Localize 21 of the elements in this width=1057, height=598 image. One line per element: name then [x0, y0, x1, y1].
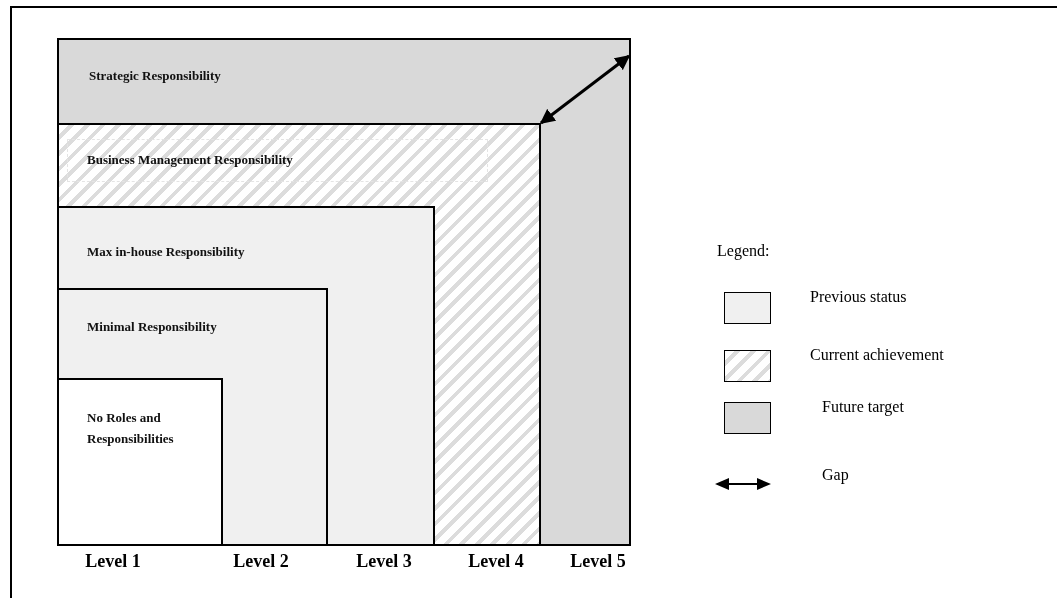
level-label: Level 5	[570, 551, 626, 572]
legend-label: Previous status	[810, 288, 907, 306]
level-box	[59, 123, 541, 544]
level-box	[59, 206, 435, 544]
level-box	[59, 378, 223, 544]
level-label: Level 3	[356, 551, 412, 572]
level-box	[57, 38, 631, 546]
legend-label: Current achievement	[810, 346, 944, 364]
level-label: Level 1	[85, 551, 141, 572]
legend-title: Legend:	[717, 242, 770, 260]
level-box	[59, 288, 328, 544]
box-label: Business Management Responsibility	[67, 139, 488, 182]
gap-arrow	[539, 54, 631, 125]
level-label: Level 4	[468, 551, 524, 572]
box-label: No Roles and Responsibilities	[87, 409, 175, 448]
box-label: Max in-house Responsibility	[87, 243, 246, 261]
legend-label: Future target	[822, 398, 904, 416]
legend-label: Gap	[822, 466, 849, 484]
box-label: Strategic Responsibility	[89, 67, 222, 85]
level-label: Level 2	[233, 551, 289, 572]
box-label: Minimal Responsibility	[87, 318, 218, 336]
